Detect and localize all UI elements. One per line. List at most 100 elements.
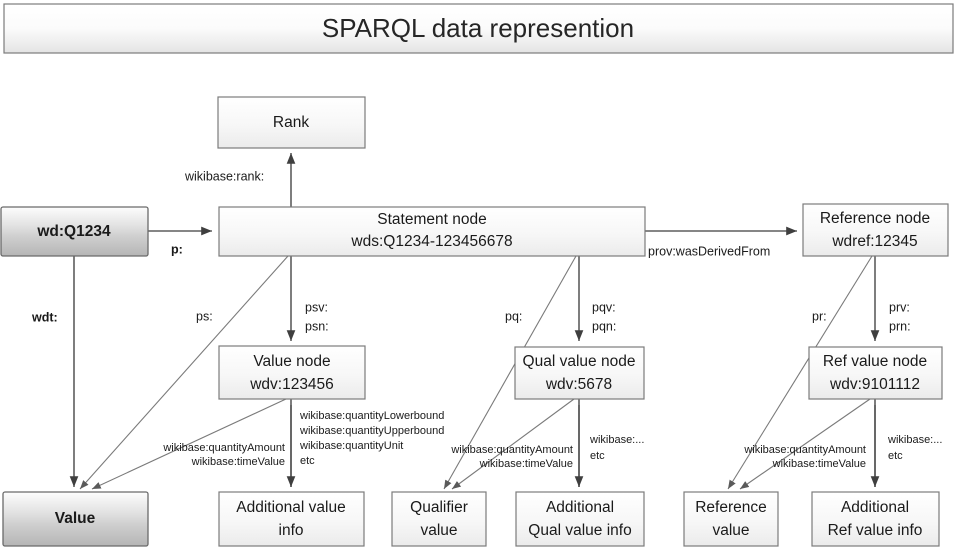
node-qualifier-value-line1: Qualifier bbox=[410, 499, 468, 516]
node-value[interactable]: Value bbox=[2, 491, 149, 547]
edge-label-prv: prv: bbox=[889, 300, 910, 314]
annotation-ref-value-props: wikibase:quantityAmount wikibase:timeVal… bbox=[743, 444, 866, 470]
node-statement-box[interactable] bbox=[218, 206, 646, 257]
annotation-additional-value-props-line2: wikibase:quantityUpperbound bbox=[299, 425, 444, 437]
node-ref-value-node-label-line1: Ref value node bbox=[823, 353, 927, 370]
edge-label-pq: pq: bbox=[505, 309, 522, 323]
node-value-node-label-line1: Value node bbox=[253, 353, 330, 370]
annotation-dividers bbox=[290, 405, 876, 487]
edge-wdt: wdt: bbox=[31, 255, 79, 487]
edge-prov-was-derived-from: prov:wasDerivedFrom bbox=[645, 226, 797, 258]
annotation-additional-value-props-line3: wikibase:quantityUnit bbox=[299, 440, 403, 452]
edge-qual-value-node-to-qualifier-value bbox=[451, 398, 575, 490]
edge-psv-psn: psv: psn: bbox=[286, 256, 329, 341]
node-reference-value-line1: Reference bbox=[695, 499, 767, 516]
annotation-qual-value-props: wikibase:quantityAmount wikibase:timeVal… bbox=[450, 444, 573, 470]
node-additional-ref-value-info-line1: Additional bbox=[841, 499, 909, 516]
node-additional-qual-value-info[interactable]: Additional Qual value info bbox=[515, 491, 645, 547]
annotation-additional-ref-value-props-line1: wikibase:... bbox=[887, 434, 942, 446]
node-entity-box[interactable] bbox=[0, 206, 149, 257]
node-value-node-label-line2: wdv:123456 bbox=[249, 376, 334, 393]
node-reference-label-line1: Reference node bbox=[820, 210, 930, 227]
node-additional-ref-value-info-box[interactable] bbox=[811, 491, 940, 547]
node-additional-value-info-line2: info bbox=[279, 522, 304, 539]
annotation-ref-value-props-line2: wikibase:timeValue bbox=[772, 458, 866, 470]
annotation-qual-value-props-line2: wikibase:timeValue bbox=[479, 458, 573, 470]
title-bar: SPARQL data represention bbox=[3, 3, 954, 54]
node-qual-value-node-label-line1: Qual value node bbox=[523, 353, 636, 370]
node-entity-label: wd:Q1234 bbox=[36, 223, 111, 240]
edge-label-wdt: wdt: bbox=[31, 310, 58, 324]
node-additional-qual-value-info-line2: Qual value info bbox=[528, 522, 631, 539]
node-rank-label: Rank bbox=[273, 114, 309, 131]
title-bar-box bbox=[3, 3, 954, 54]
node-statement[interactable]: Statement node wds:Q1234-123456678 bbox=[218, 206, 646, 257]
node-reference-value[interactable]: Reference value bbox=[683, 491, 779, 547]
edge-pqv-pqn: pqv: pqn: bbox=[574, 256, 616, 341]
node-reference-value-box[interactable] bbox=[683, 491, 779, 547]
edge-label-ps: ps: bbox=[196, 309, 213, 323]
annotation-additional-value-props: wikibase:quantityLowerbound wikibase:qua… bbox=[299, 410, 444, 467]
edge-pr: pr: bbox=[727, 255, 873, 490]
edge-ps: ps: bbox=[79, 255, 289, 490]
edge-label-psv: psv: bbox=[305, 300, 328, 314]
edge-label-pr: pr: bbox=[812, 309, 827, 323]
edge-label-wikibase-rank: wikibase:rank: bbox=[184, 169, 264, 183]
node-reference-box[interactable] bbox=[802, 203, 949, 257]
page-title: SPARQL data represention bbox=[322, 13, 634, 43]
node-additional-value-info[interactable]: Additional value info bbox=[218, 491, 365, 547]
node-reference-label-line2: wdref:12345 bbox=[831, 233, 917, 250]
edge-label-p: p: bbox=[171, 242, 183, 256]
edge-pq: pq: bbox=[443, 255, 577, 490]
node-value-box[interactable] bbox=[2, 491, 149, 547]
node-ref-value-node[interactable]: Ref value node wdv:9101112 bbox=[808, 346, 943, 400]
node-value-node-box[interactable] bbox=[218, 345, 366, 400]
annotation-qual-value-props-line1: wikibase:quantityAmount bbox=[450, 444, 573, 456]
node-value-label: Value bbox=[55, 510, 96, 527]
node-reference-value-line2: value bbox=[712, 522, 749, 539]
annotation-value-props-line1: wikibase:quantityAmount bbox=[162, 442, 285, 454]
annotation-additional-qual-value-props-line1: wikibase:... bbox=[589, 434, 644, 446]
edge-label-pqv: pqv: bbox=[592, 300, 616, 314]
node-ref-value-node-box[interactable] bbox=[808, 346, 943, 400]
node-value-node[interactable]: Value node wdv:123456 bbox=[218, 345, 366, 400]
node-rank[interactable]: Rank bbox=[217, 96, 366, 149]
node-additional-ref-value-info[interactable]: Additional Ref value info bbox=[811, 491, 940, 547]
edge-value-node-to-value bbox=[91, 398, 287, 490]
node-qualifier-value-line2: value bbox=[420, 522, 457, 539]
annotation-additional-value-props-line4: etc bbox=[300, 455, 315, 467]
node-qual-value-node-label-line2: wdv:5678 bbox=[545, 376, 612, 393]
annotation-additional-ref-value-props-line2: etc bbox=[888, 450, 903, 462]
edge-label-psn: psn: bbox=[305, 319, 329, 333]
node-statement-label-line2: wds:Q1234-123456678 bbox=[350, 233, 512, 250]
edge-p: p: bbox=[148, 226, 212, 256]
node-additional-ref-value-info-line2: Ref value info bbox=[828, 522, 923, 539]
edge-label-pqn: pqn: bbox=[592, 319, 616, 333]
node-additional-value-info-box[interactable] bbox=[218, 491, 365, 547]
node-reference[interactable]: Reference node wdref:12345 bbox=[802, 203, 949, 257]
annotation-value-props: wikibase:quantityAmount wikibase:timeVal… bbox=[162, 442, 285, 468]
node-rank-box[interactable] bbox=[217, 96, 366, 149]
node-qual-value-node[interactable]: Qual value node wdv:5678 bbox=[514, 346, 645, 400]
annotation-additional-qual-value-props: wikibase:... etc bbox=[589, 434, 644, 462]
node-qual-value-node-box[interactable] bbox=[514, 346, 645, 400]
edge-label-prn: prn: bbox=[889, 319, 911, 333]
node-entity[interactable]: wd:Q1234 bbox=[0, 206, 149, 257]
node-statement-label-line1: Statement node bbox=[377, 211, 486, 228]
node-additional-qual-value-info-box[interactable] bbox=[515, 491, 645, 547]
node-qualifier-value[interactable]: Qualifier value bbox=[391, 491, 487, 547]
node-ref-value-node-label-line2: wdv:9101112 bbox=[829, 376, 920, 393]
node-additional-qual-value-info-line1: Additional bbox=[546, 499, 614, 516]
annotation-value-props-line2: wikibase:timeValue bbox=[191, 456, 285, 468]
annotation-additional-value-props-line1: wikibase:quantityLowerbound bbox=[299, 410, 444, 422]
annotation-ref-value-props-line1: wikibase:quantityAmount bbox=[743, 444, 866, 456]
edge-prv-prn: prv: prn: bbox=[870, 256, 911, 341]
edge-wikibase-rank: wikibase:rank: bbox=[184, 153, 296, 207]
annotation-additional-qual-value-props-line2: etc bbox=[590, 450, 605, 462]
annotation-additional-ref-value-props: wikibase:... etc bbox=[887, 434, 942, 462]
edge-ref-value-node-to-reference-value bbox=[739, 398, 871, 490]
node-qualifier-value-box[interactable] bbox=[391, 491, 487, 547]
edge-label-prov-was-derived-from: prov:wasDerivedFrom bbox=[648, 244, 770, 258]
